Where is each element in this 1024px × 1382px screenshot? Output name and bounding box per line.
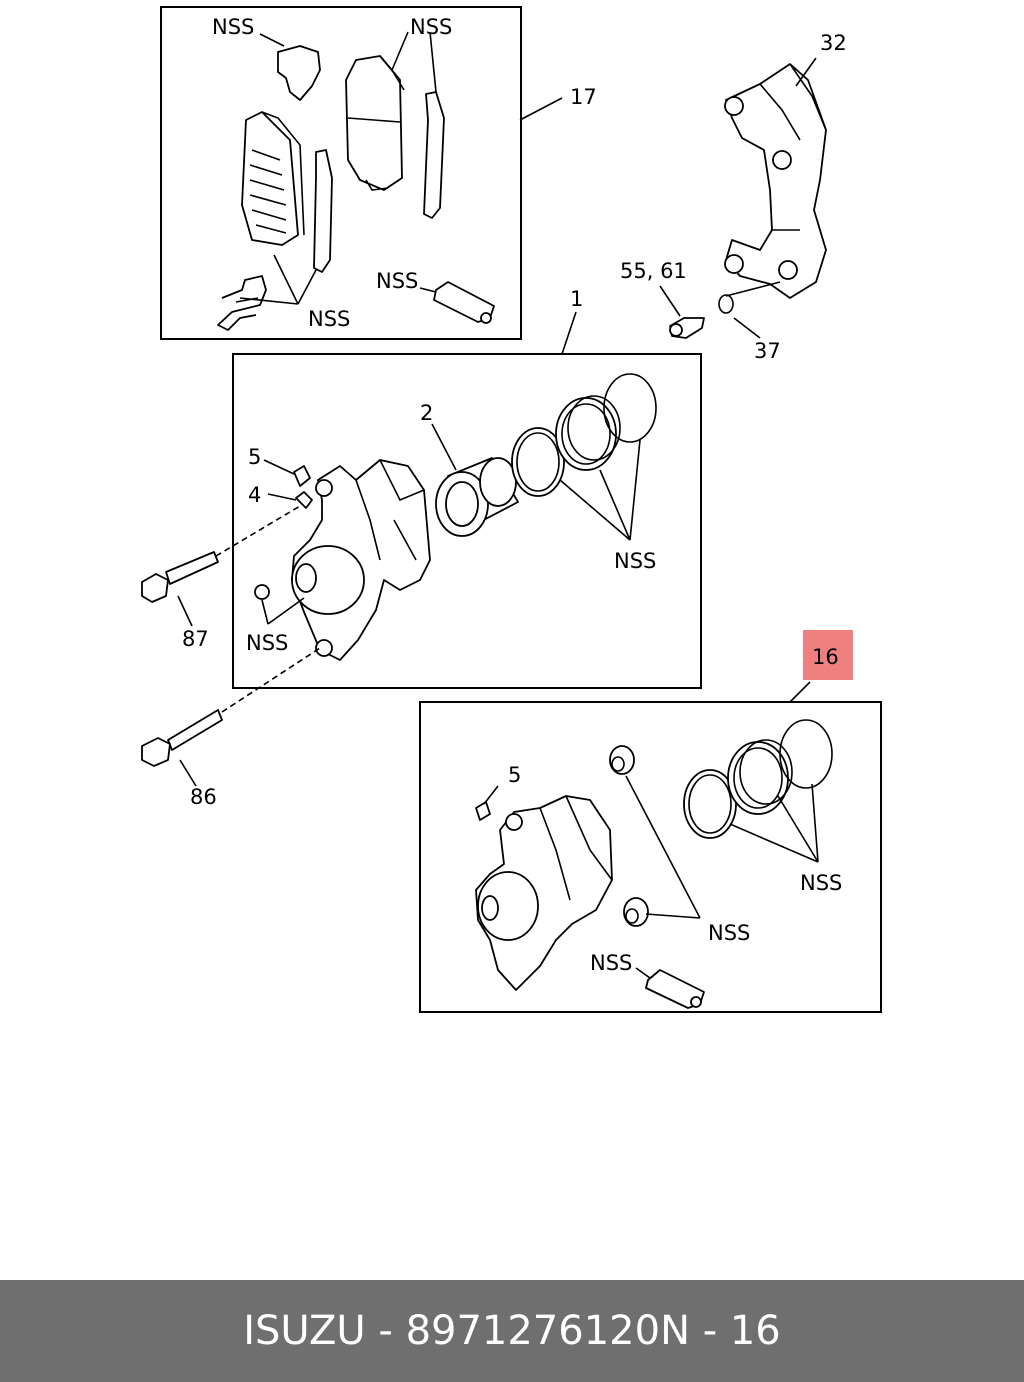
callout-nss: NSS: [614, 549, 656, 573]
pad-kit-box: [160, 6, 522, 340]
footer-bar: ISUZU - 8971276120 N - 16: [0, 1280, 1024, 1382]
dust-boot-kit: [727, 739, 793, 815]
guide-bolt-86: [141, 709, 223, 767]
callout-17: 17: [570, 85, 597, 109]
callout-4: 4: [248, 483, 261, 507]
callout-5: 5: [248, 445, 261, 469]
retaining-ring: [603, 373, 657, 443]
highlight-16: [803, 630, 853, 680]
caliper-body: [291, 459, 431, 661]
brand-name: ISUZU: [243, 1308, 366, 1354]
washer: [718, 294, 734, 314]
slide-bushing-top: [609, 745, 635, 775]
guide-bolt-87: [141, 551, 219, 603]
bleeder-cap-kit: [475, 801, 491, 821]
retaining-ring-kit: [779, 719, 833, 789]
callout-nss: NSS: [410, 15, 452, 39]
callout-5-kit: 5: [508, 763, 521, 787]
parts-diagram: NSS NSS 17 NSS NSS 32 55, 61 37 1: [141, 6, 882, 1013]
caliper-box: [232, 353, 702, 689]
callout-32: 32: [820, 31, 847, 55]
bleeder-screw: [295, 491, 313, 509]
callout-nss: NSS: [590, 951, 632, 975]
wear-sensor-block: [433, 281, 495, 324]
bleeder-cap: [293, 465, 311, 487]
pad-shim-left: [313, 149, 333, 273]
caliper-body-kit: [475, 795, 613, 991]
callout-nss: NSS: [246, 631, 288, 655]
callout-nss: NSS: [376, 269, 418, 293]
callout-55-61: 55, 61: [620, 259, 687, 283]
callout-nss: NSS: [308, 307, 350, 331]
diagram-ref: N - 16: [660, 1308, 781, 1354]
brake-pad-inner: [241, 111, 305, 246]
wear-sensor-block-kit: [645, 969, 705, 1009]
callout-1: 1: [570, 287, 583, 311]
callout-16: 16: [812, 645, 839, 669]
seal-kit-box: [419, 701, 882, 1013]
piston-seal: [511, 427, 565, 497]
callout-86: 86: [190, 785, 217, 809]
callout-37: 37: [754, 339, 781, 363]
caliper-bracket: [724, 63, 827, 299]
piston-seal-kit: [683, 769, 737, 839]
dust-boot: [555, 395, 621, 471]
part-number: 8971276120: [405, 1308, 661, 1354]
pad-shim-right: [423, 91, 445, 219]
pad-clip-top: [277, 45, 321, 101]
slide-bushing-bottom: [623, 897, 649, 927]
callout-2: 2: [420, 401, 433, 425]
callout-87: 87: [182, 627, 209, 651]
callout-nss: NSS: [212, 15, 254, 39]
pad-clip-left: [217, 275, 267, 331]
callout-nss: NSS: [708, 921, 750, 945]
nss-cap: [254, 584, 270, 600]
brake-pad-outer: [345, 55, 405, 191]
callout-nss: NSS: [800, 871, 842, 895]
bracket-bolt: [669, 317, 705, 339]
caliper-piston: [435, 457, 519, 537]
